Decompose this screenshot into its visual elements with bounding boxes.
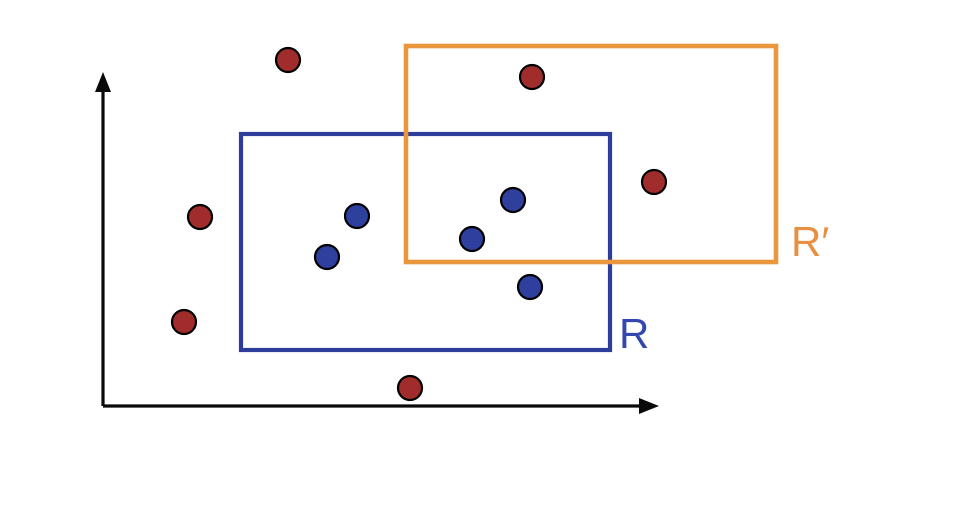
red-point [396, 374, 424, 402]
blue-point [343, 202, 371, 230]
blue-point [458, 225, 486, 253]
rect-R-prime-label: R′ [791, 218, 829, 265]
red-point [170, 308, 198, 336]
red-point [518, 63, 546, 91]
data-points-layer [170, 46, 668, 402]
blue-point [313, 243, 341, 271]
labels-layer: R R′ [619, 218, 829, 357]
query-rect-R [238, 131, 613, 353]
red-point [274, 46, 302, 74]
blue-point [516, 273, 544, 301]
query-rectangles-layer [238, 43, 779, 353]
query-rect-R_prime [403, 43, 779, 265]
x-axis-arrowhead-icon [639, 398, 659, 414]
blue-point [499, 186, 527, 214]
red-point [640, 168, 668, 196]
red-point [186, 203, 214, 231]
rect-R-label: R [619, 310, 649, 357]
y-axis-arrowhead-icon [95, 72, 111, 92]
axes-layer [95, 72, 659, 414]
